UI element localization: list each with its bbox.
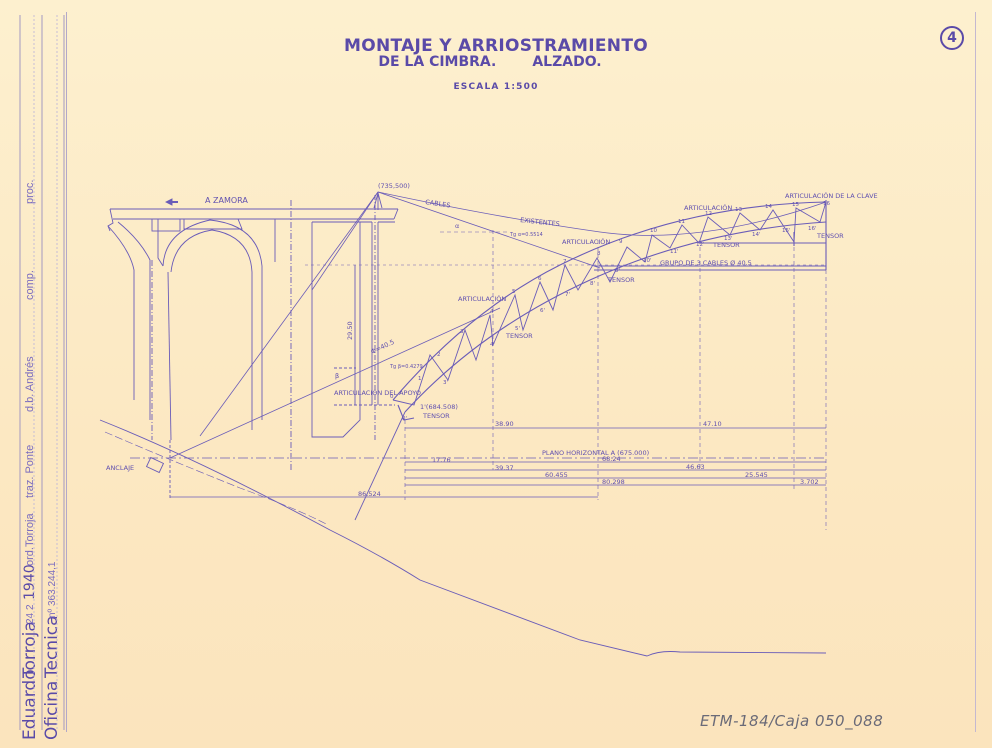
svg-text:0: 0 (390, 394, 394, 400)
label-direction: A ZAMORA (205, 196, 248, 205)
drawing-frame (66, 12, 976, 732)
bridge-deck (107, 208, 399, 232)
label-tensor-4: TENSOR (712, 241, 740, 249)
label-articulacion-apoyo: ARTICULACIÓN DEL APOYO (334, 388, 421, 397)
svg-text:8': 8' (590, 281, 595, 287)
anchor-block (145, 456, 165, 474)
label-point-1: 1'(684.508) (420, 403, 458, 411)
label-articulacion-mid: ARTICULACIÓN (458, 294, 506, 303)
archive-reference: ETM-184/Caja 050_088 (700, 712, 884, 730)
dim-80-298: 80.298 (602, 478, 625, 486)
svg-text:13: 13 (735, 207, 742, 213)
label-tensor-2: TENSOR (505, 332, 533, 340)
label-top-point: (735,500) (378, 182, 410, 190)
svg-text:8: 8 (597, 251, 601, 257)
drawing-subtitle: DE LA CIMBRA. ALZADO. (0, 54, 986, 70)
svg-text:7: 7 (563, 259, 567, 265)
label-phi: Φ=40.5 (369, 338, 395, 356)
label-plano-horizontal: PLANO HORIZONTAL A (675.000) (542, 449, 649, 457)
svg-text:0': 0' (402, 416, 407, 422)
label-height: 29.50 (346, 321, 354, 340)
dim-17-76: 17.76 (432, 456, 451, 464)
svg-text:2: 2 (437, 352, 441, 358)
svg-text:11': 11' (670, 249, 679, 255)
dim-68-24: 68.24 (602, 455, 621, 463)
drawing-scale: ESCALA 1:500 (453, 82, 539, 92)
dimension-lines (170, 427, 826, 498)
drawing-title: MONTAJE Y ARRIOSTRAMIENTO (344, 36, 648, 56)
subtitle-part-a: DE LA CIMBRA. (378, 54, 497, 70)
mast (373, 191, 383, 210)
svg-text:9': 9' (615, 268, 620, 274)
viaduct-arches (107, 200, 292, 470)
dim-25-545: 25.545 (745, 471, 768, 479)
label-articulacion-clave: ARTICULACIÓN DE LA CLAVE (785, 191, 878, 200)
svg-text:4: 4 (490, 309, 494, 315)
sheet-number-badge: 4 (940, 26, 964, 50)
label-cables: CABLES (425, 198, 451, 209)
truss-node-labels: 0 1 2 3 4 5 6 7 8 9 10 11 12 13 14 15 16… (390, 201, 830, 422)
label-tg-alpha: Tg α=0.5514 (509, 232, 543, 238)
svg-text:12': 12' (696, 242, 705, 248)
svg-text:3: 3 (460, 329, 464, 335)
dim-3-702: 3.702 (800, 478, 819, 486)
svg-text:3': 3' (443, 380, 448, 386)
label-tensor-1: TENSOR (607, 276, 635, 284)
label-anclaje: ANCLAJE (106, 464, 134, 472)
reference-lines (404, 200, 827, 530)
svg-text:15': 15' (782, 228, 791, 234)
label-existentes: EXISTENTES (520, 216, 560, 228)
label-articulacion-top: ARTICULACIÓN (562, 237, 610, 246)
svg-text:16': 16' (808, 226, 817, 232)
dim-60-455: 60.455 (545, 471, 568, 479)
dim-86-524: 86.524 (358, 490, 381, 498)
subtitle-part-b: ALZADO. (532, 54, 602, 70)
label-alpha: α (455, 222, 459, 230)
label-tensor-5: TENSOR (816, 232, 844, 240)
svg-text:15: 15 (792, 202, 799, 208)
cables (169, 191, 827, 459)
svg-text:5': 5' (515, 326, 520, 332)
svg-text:16: 16 (823, 201, 830, 207)
arch-truss (392, 200, 827, 421)
label-beta: β (335, 372, 339, 380)
dim-39-37: 39.37 (495, 464, 514, 472)
svg-text:10: 10 (650, 228, 657, 234)
svg-text:4': 4' (490, 342, 495, 348)
dim-47-10: 47.10 (703, 420, 722, 428)
svg-text:12: 12 (705, 211, 712, 217)
svg-text:13': 13' (724, 236, 733, 242)
svg-text:6: 6 (538, 276, 542, 282)
svg-text:5: 5 (512, 289, 516, 295)
dim-38-90: 38.90 (495, 420, 514, 428)
svg-text:1: 1 (418, 376, 422, 382)
label-articulacion-right: ARTICULACIÓN (684, 203, 732, 212)
svg-text:11: 11 (678, 219, 685, 225)
svg-text:14': 14' (752, 232, 761, 238)
dim-46-63: 46.63 (686, 463, 705, 471)
svg-text:6': 6' (540, 308, 545, 314)
main-pier (311, 195, 395, 440)
label-tensor-3: TENSOR (422, 412, 450, 420)
svg-text:10': 10' (643, 258, 652, 264)
label-tg-beta: Tg β=0.4279 (389, 364, 423, 370)
direction-arrow-icon (164, 198, 173, 206)
svg-text:14: 14 (765, 204, 772, 210)
svg-text:9: 9 (619, 239, 623, 245)
label-grupo-cables: GRUPO DE 3 CABLES Ø 40.5 (660, 259, 752, 267)
terrain-line (99, 419, 827, 657)
svg-text:7': 7' (565, 292, 570, 298)
